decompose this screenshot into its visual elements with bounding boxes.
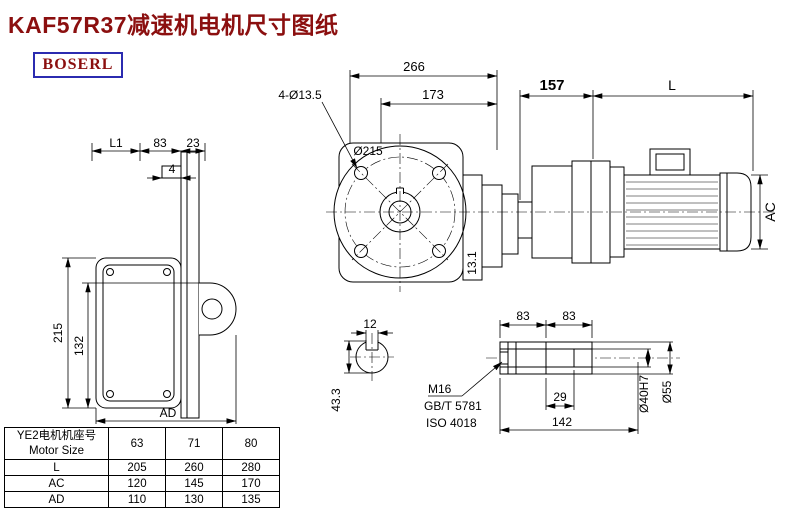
flange-plate	[180, 151, 200, 419]
boserl-logo: BOSERL	[33, 52, 123, 78]
hollow-shaft-detail: 83 83 29 142 Ø40H7 Ø55 M16 GB/T 5781 ISO…	[424, 309, 680, 434]
page-title: KAF57R37减速机电机尺寸图纸	[8, 12, 339, 38]
front-flange-view: 266 173 4-Ø13.5 Ø215 13.1	[278, 59, 533, 292]
thread-label: M16	[428, 382, 452, 396]
header-en: Motor Size	[29, 444, 84, 457]
value-cell: 145	[165, 475, 223, 492]
table-row: AD 110 130 135	[4, 491, 280, 508]
value-cell: 280	[222, 459, 280, 476]
dim-13-1-label: 13.1	[465, 251, 479, 275]
dim-132-label: 132	[72, 336, 86, 356]
value-cell: 120	[108, 475, 166, 492]
terminal-box	[649, 148, 691, 176]
dim-142-label: 142	[552, 415, 572, 429]
fan-cover	[719, 172, 752, 252]
dim-29-label: 29	[553, 390, 567, 404]
dim-od-label: Ø55	[660, 380, 674, 403]
header-cn: YE2电机机座号	[16, 430, 97, 443]
dim-23-label: 23	[186, 136, 200, 150]
dim-bolt-holes-label: 4-Ø13.5	[278, 88, 322, 102]
dim-AC-label: AC	[762, 202, 778, 221]
table-header-row: YE2电机机座号 Motor Size 63 71 80	[4, 427, 280, 460]
size-63-cell: 63	[108, 427, 166, 460]
size-80-cell: 80	[222, 427, 280, 460]
dim-83-label: 83	[153, 136, 167, 150]
dim-bore-label: Ø40H7	[637, 375, 651, 413]
value-cell: 260	[165, 459, 223, 476]
dim-flange-dia-label: Ø215	[353, 144, 383, 158]
dim-L1-label: L1	[109, 136, 123, 150]
value-cell: 135	[222, 491, 280, 508]
standard-iso-label: ISO 4018	[426, 416, 477, 430]
dim-12-label: 12	[363, 317, 377, 331]
value-cell: 130	[165, 491, 223, 508]
dim-266-label: 266	[403, 59, 425, 74]
dim-157-label: 157	[539, 77, 564, 94]
standard-gb-label: GB/T 5781	[424, 399, 482, 413]
dim-4-label: 4	[169, 162, 176, 176]
motor-side-view: 157 L AC	[326, 77, 778, 264]
row-label-AC: AC	[4, 475, 109, 492]
value-cell: 170	[222, 475, 280, 492]
table-header-cell: YE2电机机座号 Motor Size	[4, 427, 109, 460]
dim-173-label: 173	[422, 87, 444, 102]
size-71-cell: 71	[165, 427, 223, 460]
row-label-L: L	[4, 459, 109, 476]
dim-83a-label: 83	[516, 309, 530, 323]
dim-215-label: 215	[51, 323, 65, 343]
value-cell: 205	[108, 459, 166, 476]
shaft-cross-section: 12 43.3	[329, 317, 394, 412]
dim-43-3-label: 43.3	[329, 388, 343, 412]
value-cell: 110	[108, 491, 166, 508]
dim-83b-label: 83	[562, 309, 576, 323]
dim-AD-label: AD	[160, 406, 177, 420]
row-label-AD: AD	[4, 491, 109, 508]
gearbox-housing	[95, 257, 182, 409]
motor-size-table: YE2电机机座号 Motor Size 63 71 80 L 205 260 2…	[4, 427, 280, 508]
table-row: L 205 260 280	[4, 459, 280, 476]
table-row: AC 120 145 170	[4, 475, 280, 492]
shaft-cap	[199, 282, 237, 336]
left-side-view: L1 83 23 4 215 132 AD	[51, 136, 237, 424]
dim-L-label: L	[668, 77, 676, 93]
